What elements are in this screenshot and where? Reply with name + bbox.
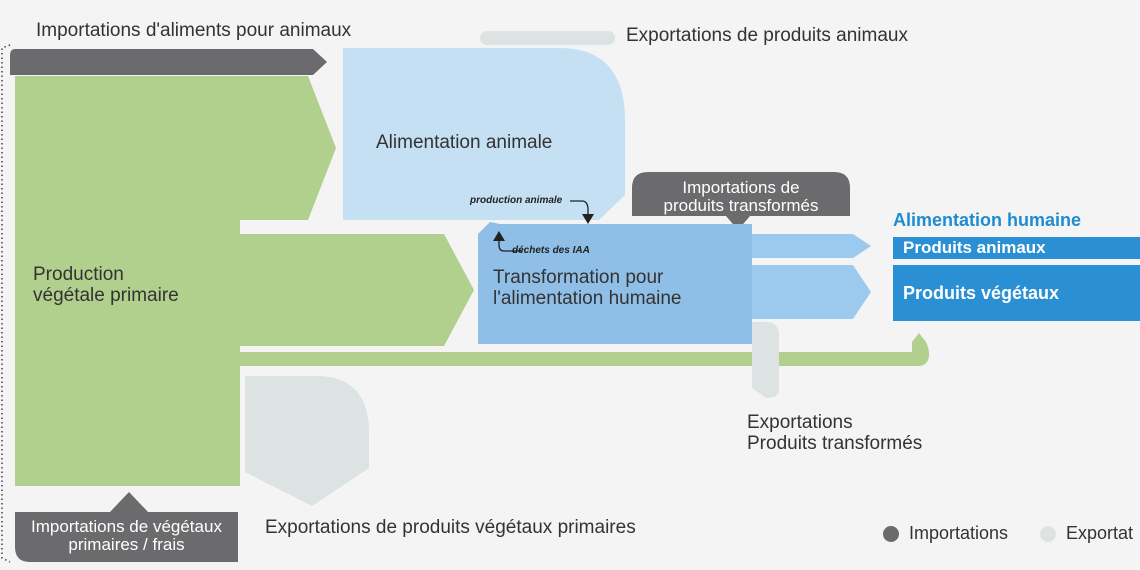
imports-animal-feed-left-cap (10, 49, 15, 75)
arrow-to-animal-products (752, 234, 871, 258)
primary-plant-production-block (15, 76, 240, 486)
exports-processed-label: Exportations Produits transformés (747, 412, 923, 454)
exports-animal-products-bar (480, 31, 615, 45)
legend-imports: Importations (883, 523, 1008, 544)
imports-plants-line1: Importations de végétaux (31, 517, 222, 536)
exports-processed-line2: Produits transformés (747, 432, 923, 454)
imports-animal-feed-label: Importations d'aliments pour animaux (36, 20, 352, 41)
animal-products-box: Produits animaux (893, 237, 1140, 259)
arrow-to-plant-products (752, 265, 871, 319)
exports-animal-products-label: Exportations de produits animaux (626, 25, 908, 46)
human-food-title: Alimentation humaine (893, 210, 1082, 230)
imports-processed-label: Importations de produits transformés (632, 178, 850, 216)
imports-plants-line2: primaires / frais (68, 535, 185, 555)
exports-processed-bar (752, 322, 779, 398)
imports-plants-label: Importations de végétaux primaires / fra… (15, 517, 238, 555)
imports-processed-line2: produits transformés (663, 196, 819, 216)
exports-primary-plants-block (245, 376, 369, 506)
imports-plants-callout (15, 492, 238, 562)
legend-imports-dot (883, 525, 899, 542)
green-flow-to-animal-feed (240, 76, 336, 220)
legend-exports-dot (1040, 525, 1056, 542)
transformation-label: Transformation pour l'alimentation humai… (493, 267, 682, 309)
animal-production-label: production animale (470, 195, 563, 206)
animal-production-arrow (570, 200, 589, 218)
exports-primary-plants-label: Exportations de produits végétaux primai… (265, 517, 636, 538)
animal-feed-label: Alimentation animale (376, 132, 553, 153)
imports-processed-line1: Importations de (682, 178, 800, 197)
imports-animal-feed-arrow (15, 49, 327, 75)
primary-plant-production-line1: Production (33, 264, 124, 285)
agrifood-waste-arrow (498, 238, 522, 252)
green-flow-to-transformation (240, 234, 474, 346)
transformation-line2: l'alimentation humaine (493, 287, 682, 309)
agrifood-waste-label: déchets des IAA (512, 245, 590, 256)
animal-feed-block (343, 48, 625, 220)
animal-production-arrowhead (582, 214, 594, 224)
plant-products-box: Produits végétaux (893, 265, 1140, 321)
legend-exports: Exportat (1040, 523, 1133, 544)
transformation-block (478, 222, 752, 344)
exports-processed-line1: Exportations (747, 412, 853, 433)
imports-processed-callout (632, 172, 850, 230)
agrifood-waste-arrowhead (493, 231, 505, 241)
transformation-line1: Transformation pour (493, 267, 664, 288)
primary-plant-production-label: Production végétale primaire (33, 264, 179, 306)
left-dotted-bracket (1, 44, 11, 563)
primary-plant-production-line2: végétale primaire (33, 284, 179, 306)
legend-exports-label: Exportat (1066, 523, 1134, 543)
legend-imports-label: Importations (909, 523, 1009, 543)
